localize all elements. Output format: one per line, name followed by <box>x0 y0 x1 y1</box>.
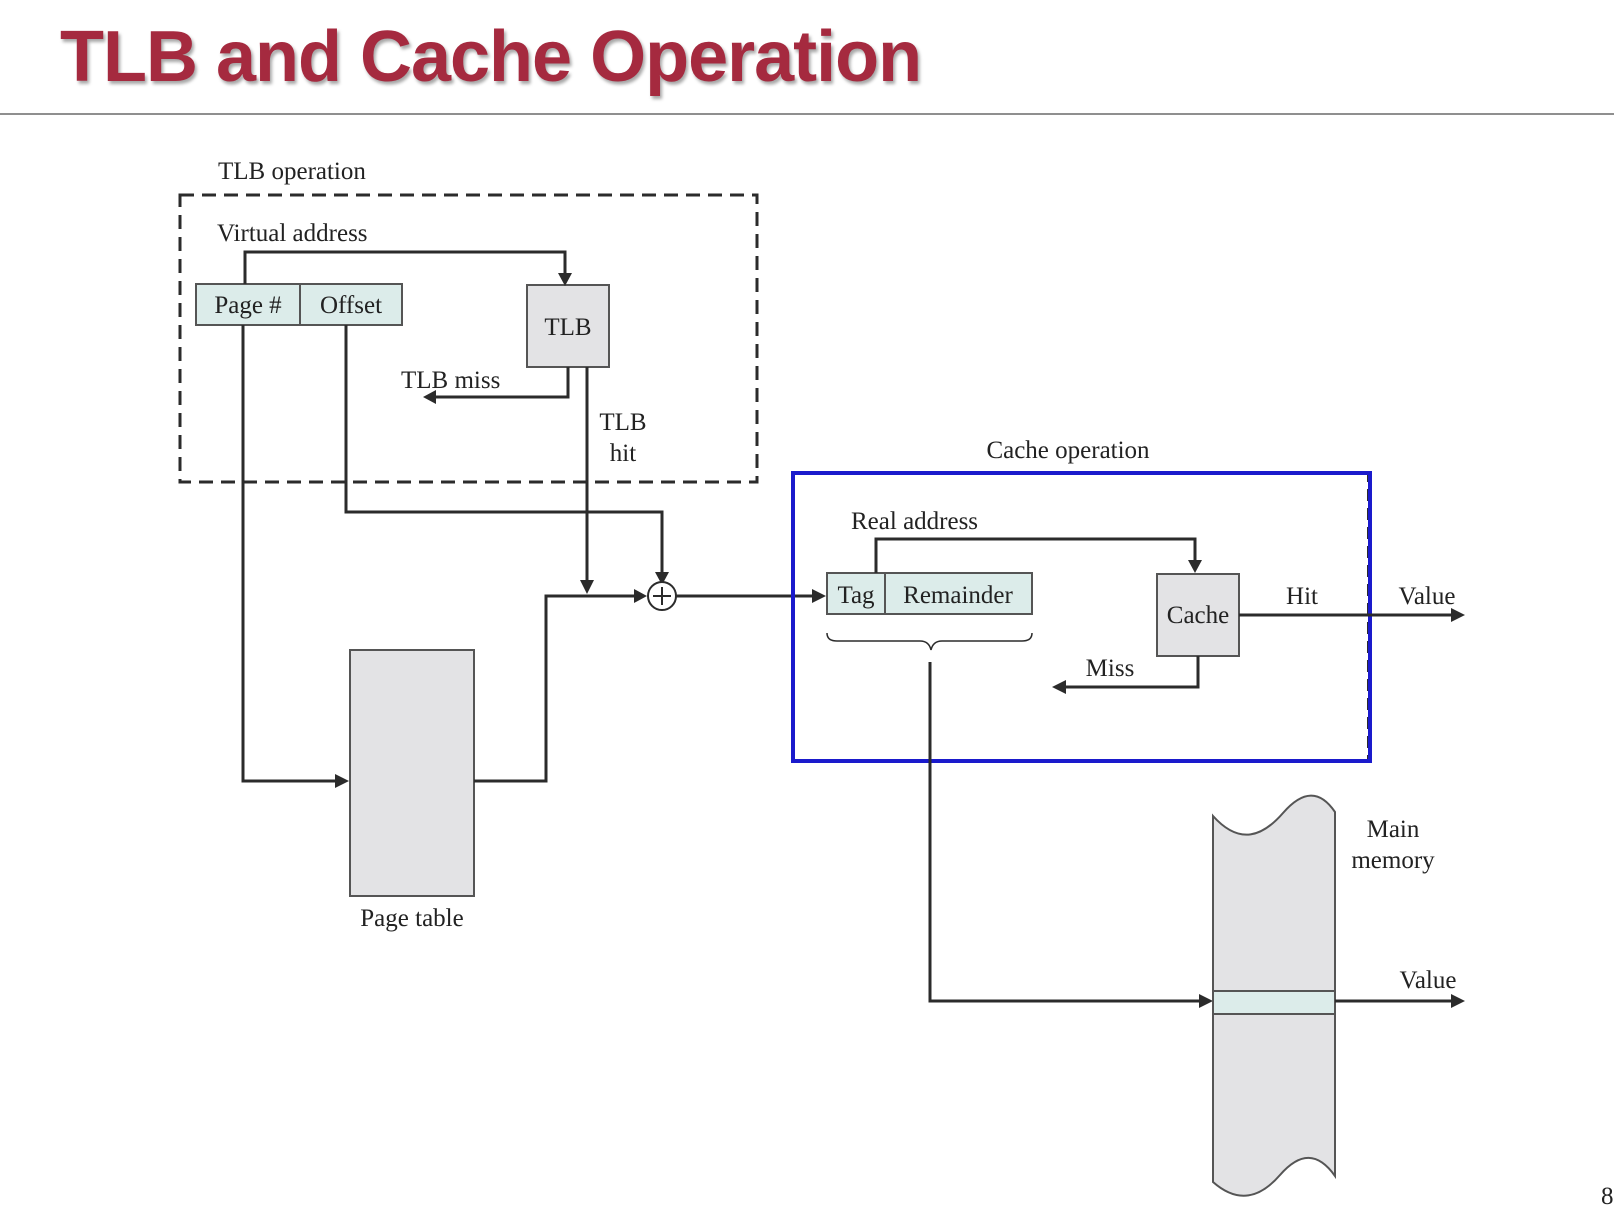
page-table <box>349 649 475 897</box>
page-to-table-line <box>241 325 338 783</box>
page-table-output-line <box>474 594 637 783</box>
remainder-field <box>884 572 1033 615</box>
cache-value-label: Value <box>1399 583 1456 610</box>
real-address-label: Real address <box>851 508 978 535</box>
page-number-label: Page # <box>214 292 282 319</box>
virtual-address-label: Virtual address <box>217 220 368 247</box>
tlb-hit-label-line2: hit <box>610 440 636 467</box>
memory-word-slot <box>1212 990 1336 1015</box>
tlb-operation-label: TLB operation <box>218 158 366 185</box>
frame-arrowhead <box>634 589 647 603</box>
offset-to-adder-line <box>344 325 664 575</box>
memory-input-arrowhead <box>1199 994 1213 1008</box>
page-table-arrowhead <box>335 774 349 788</box>
remainder-label: Remainder <box>903 582 1013 609</box>
tlb-input-arrowhead <box>558 273 572 286</box>
slide-title: TLB and Cache Operation <box>60 17 922 97</box>
page-number: 8 <box>1601 1183 1614 1207</box>
tag-field <box>826 572 886 615</box>
hit-label: Hit <box>1286 583 1318 610</box>
memory-value-arrowhead <box>1451 994 1465 1008</box>
tlb-miss-arrowhead <box>423 390 436 404</box>
real-address-arrowhead <box>812 589 826 603</box>
offset-label: Offset <box>320 292 382 319</box>
main-memory-label-line2: memory <box>1351 847 1435 874</box>
cache-hit-arrowhead <box>1451 608 1465 622</box>
address-to-memory-line <box>928 662 1202 1003</box>
page-table-label: Page table <box>360 905 463 932</box>
cache-operation-label: Cache operation <box>986 437 1150 464</box>
title-divider <box>0 113 1614 115</box>
tlb-hit-label-line1: TLB <box>599 409 646 436</box>
tlb-box <box>526 284 610 368</box>
real-address-brace <box>826 632 1033 651</box>
page-to-tlb-line <box>243 250 567 284</box>
tlb-hit-arrowhead <box>580 580 594 594</box>
offset-field <box>299 283 403 326</box>
cache-miss-line <box>1062 656 1200 689</box>
tlb-operation-boundary <box>178 193 759 484</box>
tlb-miss-line <box>432 367 570 399</box>
tlb-box-label: TLB <box>544 314 591 341</box>
cache-miss-arrowhead <box>1052 680 1066 694</box>
memory-value-label: Value <box>1400 967 1457 994</box>
tlb-miss-label: TLB miss <box>401 367 500 394</box>
cache-box-label: Cache <box>1167 602 1229 629</box>
cache-operation-highlight <box>791 471 1372 763</box>
tag-label: Tag <box>837 582 875 609</box>
offset-arrowhead <box>655 572 669 585</box>
miss-label: Miss <box>1086 655 1135 682</box>
tag-to-cache-line <box>874 537 1197 573</box>
page-number-field <box>195 283 301 326</box>
main-memory-label-line1: Main <box>1367 816 1420 843</box>
cache-input-arrowhead <box>1188 560 1202 573</box>
